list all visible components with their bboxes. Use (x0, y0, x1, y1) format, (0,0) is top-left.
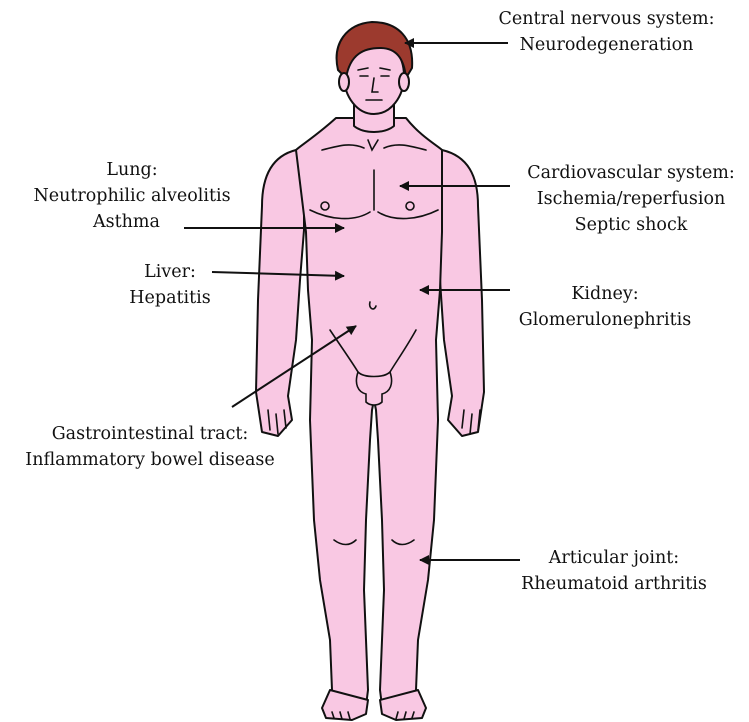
torso-and-legs (296, 118, 442, 706)
label-gi-line1: Gastrointestinal tract: (6, 421, 294, 447)
label-kidney-line2: Glomerulonephritis (500, 307, 710, 333)
left-ear (339, 73, 349, 91)
label-liver: Liver: Hepatitis (110, 259, 230, 311)
label-cardio-line3: Septic shock (516, 212, 746, 238)
label-kidney: Kidney: Glomerulonephritis (500, 281, 710, 333)
label-liver-line1: Liver: (110, 259, 230, 285)
label-cardio-line2: Ischemia/reperfusion (516, 186, 746, 212)
label-lung: Lung: Neutrophilic alveolitis Asthma (8, 157, 256, 235)
label-lung-line1: Lung: (8, 157, 256, 183)
label-cns-line1: Central nervous system: (484, 6, 729, 32)
label-joint: Articular joint: Rheumatoid arthritis (505, 545, 723, 597)
label-joint-line1: Articular joint: (505, 545, 723, 571)
label-cardio-line1: Cardiovascular system: (516, 160, 746, 186)
label-cns: Central nervous system: Neurodegeneratio… (484, 6, 729, 58)
human-body (256, 22, 484, 720)
label-gi-line2: Inflammatory bowel disease (6, 447, 294, 473)
right-arm (436, 150, 484, 436)
label-gi: Gastrointestinal tract: Inflammatory bow… (6, 421, 294, 473)
label-cardio: Cardiovascular system: Ischemia/reperfus… (516, 160, 746, 238)
label-cns-line2: Neurodegeneration (484, 32, 729, 58)
right-ear (399, 73, 409, 91)
label-lung-line2: Neutrophilic alveolitis (8, 183, 256, 209)
label-liver-line2: Hepatitis (110, 285, 230, 311)
left-arm (256, 150, 304, 436)
label-joint-line2: Rheumatoid arthritis (505, 571, 723, 597)
label-lung-line3: Asthma (8, 209, 256, 235)
label-kidney-line1: Kidney: (500, 281, 710, 307)
